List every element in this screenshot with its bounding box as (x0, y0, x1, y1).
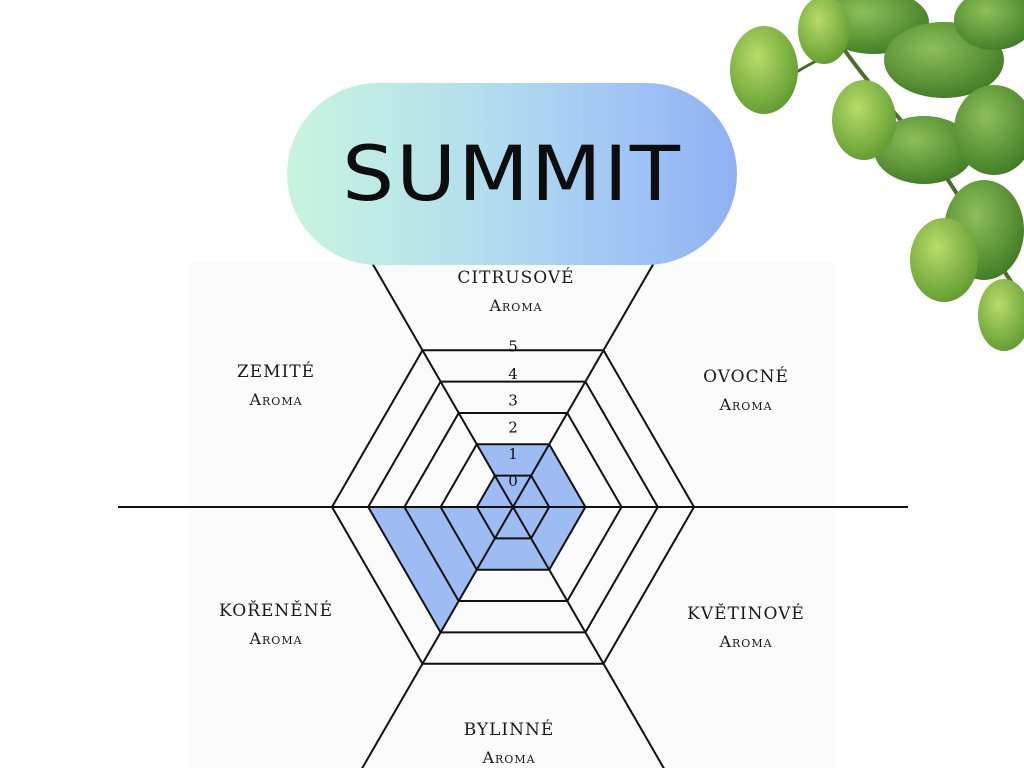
scale-label-3: 3 (508, 392, 518, 410)
axis-name-earthy: ZEMITÉ (236, 362, 316, 382)
scale-label-5: 5 (508, 338, 518, 356)
axis-sub-floral: Aroma (719, 632, 773, 651)
axis-sub-earthy: Aroma (249, 390, 303, 409)
spoke-240 (362, 246, 514, 508)
axis-name-fruit: OVOCNÉ (703, 367, 789, 387)
scale-layer: 0 1 2 3 4 5 (508, 338, 518, 491)
axis-name-citrus: CITRUSOVÉ (457, 268, 575, 288)
spoke-60 (512, 506, 665, 768)
axis-label-herbal: BYLINNÉ Aroma (429, 716, 589, 772)
axis-sub-citrus: Aroma (489, 296, 543, 315)
value-segment-earthy (476, 475, 513, 507)
axis-name-herbal: BYLINNÉ (463, 720, 555, 740)
axis-label-earthy: ZEMITÉ Aroma (196, 358, 356, 414)
axis-sub-herbal: Aroma (482, 748, 536, 767)
scale-label-0: 0 (508, 472, 518, 490)
axis-label-citrus: CITRUSOVÉ Aroma (436, 264, 596, 320)
hop-plant-image (730, 0, 1024, 351)
axis-sub-fruit: Aroma (719, 395, 773, 414)
axis-name-spicy: KOŘENĚNÉ (219, 601, 333, 621)
axis-label-floral: KVĚTINOVÉ Aroma (666, 600, 826, 656)
scale-label-2: 2 (508, 419, 518, 437)
scale-label-4: 4 (508, 365, 518, 383)
value-segment-fruit (513, 444, 586, 507)
title-pill: SUMMIT (287, 83, 737, 265)
chart-title: SUMMIT (342, 130, 682, 218)
axis-name-floral: KVĚTINOVÉ (687, 604, 805, 624)
grid-layer (118, 246, 908, 768)
spoke-300 (512, 246, 664, 508)
axis-sub-spicy: Aroma (249, 629, 303, 648)
axis-label-spicy: KOŘENĚNÉ Aroma (196, 597, 356, 653)
axis-label-fruit: OVOCNÉ Aroma (666, 363, 826, 419)
scale-label-1: 1 (508, 445, 518, 463)
fill-layer (368, 444, 586, 633)
value-segment-floral (513, 507, 586, 570)
spoke-120 (361, 506, 514, 768)
